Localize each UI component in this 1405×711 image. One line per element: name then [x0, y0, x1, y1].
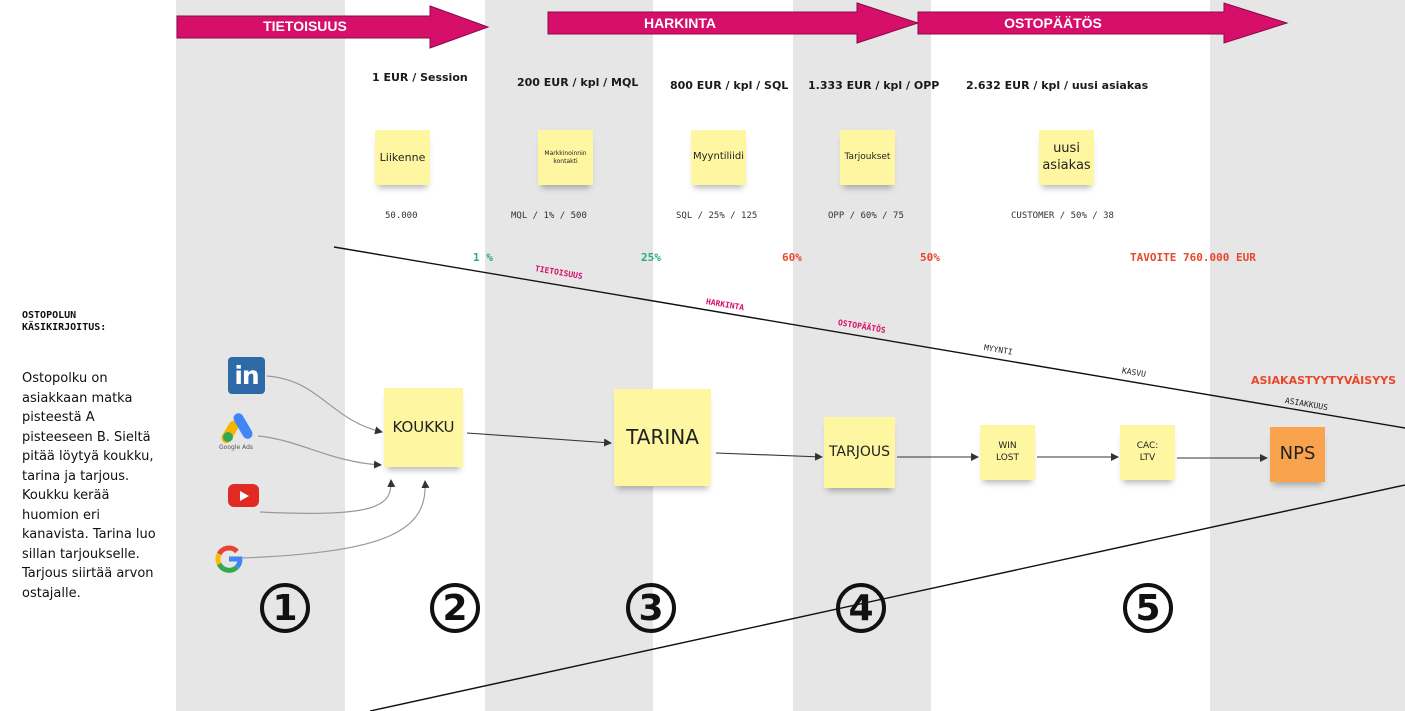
percent-25: 25%: [641, 251, 661, 264]
youtube-connector: [259, 479, 396, 515]
google-connector: [242, 480, 430, 559]
satisfaction-label: ASIAKASTYYTYVÄISYYS: [1251, 374, 1397, 387]
connector-koukku-tarina: [466, 432, 612, 447]
metric-customer: CUSTOMER / 50% / 38: [1011, 211, 1114, 221]
step-number-4: 4: [836, 583, 886, 633]
target-label: TAVOITE 760.000 EUR: [1130, 251, 1256, 264]
sticky-win-lost: WIN LOST: [980, 425, 1035, 480]
sticky-nps: NPS: [1270, 427, 1325, 482]
stage-label-ostopaatos: OSTOPÄÄTÖS: [1004, 15, 1102, 31]
sticky-uusi-asiakas: uusi asiakas: [1039, 130, 1094, 185]
step-number-2: 2: [430, 583, 480, 633]
funnel-bottom-line: [369, 484, 1405, 711]
percent-1: 1 %: [473, 251, 493, 264]
column-band-4: [1210, 0, 1405, 711]
linkedin-icon: in: [228, 357, 265, 394]
youtube-icon: [228, 484, 259, 507]
google-ads-icon: [220, 410, 256, 444]
google-icon: [214, 544, 244, 574]
metric-sessions: 50.000: [385, 211, 418, 221]
step-number-5: 5: [1123, 583, 1173, 633]
column-band-1: [176, 0, 345, 711]
column-band-2: [485, 0, 653, 711]
script-title: OSTOPOLUN KÄSIKIRJOITUS:: [22, 310, 107, 333]
cost-session: 1 EUR / Session: [372, 71, 468, 84]
metric-mql: MQL / 1% / 500: [511, 211, 587, 221]
script-body: Ostopolku on asiakkaan matka pisteestä A…: [22, 371, 156, 601]
sticky-liikenne: Liikenne: [375, 130, 430, 185]
cost-mql: 200 EUR / kpl / MQL: [517, 76, 639, 89]
google-ads-caption: Google Ads: [219, 444, 253, 451]
sticky-tarina: TARINA: [614, 389, 711, 486]
stage-arrow-2: [547, 2, 920, 44]
cost-sql: 800 EUR / kpl / SQL: [670, 79, 789, 92]
stage-arrow-3: [917, 2, 1289, 44]
linkedin-connector: [266, 375, 383, 435]
stage-label-harkinta: HARKINTA: [643, 15, 717, 31]
step-number-1: 1: [260, 583, 310, 633]
metric-sql: SQL / 25% / 125: [676, 211, 758, 221]
cost-opp: 1.333 EUR / kpl / OPP: [808, 79, 940, 92]
sticky-myyntiliidi: Myyntiliidi: [691, 130, 746, 185]
percent-50: 50%: [920, 251, 940, 264]
percent-60: 60%: [782, 251, 802, 264]
sticky-koukku: KOUKKU: [384, 388, 463, 467]
sticky-tarjous: TARJOUS: [824, 417, 895, 488]
funnel-top-line: [333, 246, 1405, 429]
stage-label-tietoisuus: TIETOISUUS: [263, 18, 347, 34]
sticky-cac-ltv: CAC: LTV: [1120, 425, 1175, 480]
google-ads-connector: [257, 435, 382, 469]
cost-new-customer: 2.632 EUR / kpl / uusi asiakas: [966, 79, 1149, 92]
sticky-tarjoukset: Tarjoukset: [840, 130, 895, 185]
stage-arrow-1: [176, 5, 490, 49]
connector-tarina-tarjous: [715, 452, 823, 461]
step-number-3: 3: [626, 583, 676, 633]
metric-opp: OPP / 60% / 75: [828, 211, 904, 221]
sticky-markkinoinnin-kontakti: Markkinoinnin kontakti: [538, 130, 593, 185]
